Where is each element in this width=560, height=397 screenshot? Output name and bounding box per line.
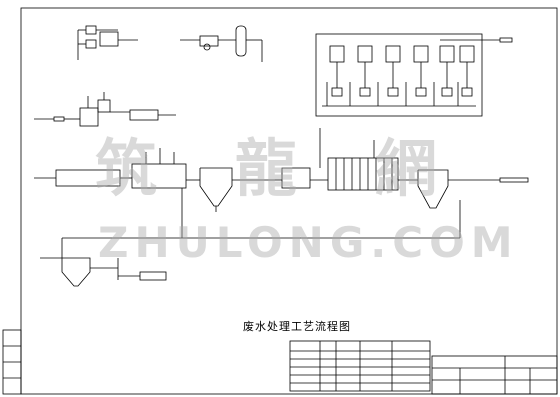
drawing-title: 废水处理工艺流程图: [243, 320, 351, 333]
main-process-line: [34, 128, 529, 258]
watermark-english: ZHULONG.COM: [98, 218, 519, 267]
filter-bank: [327, 157, 399, 191]
legend-table: [289, 340, 431, 392]
title-block: [431, 355, 558, 395]
sludge-treatment-unit: [40, 257, 167, 287]
drawing-border: [20, 7, 558, 395]
chemical-dosing-station: [315, 33, 513, 117]
pretreatment-unit: [34, 92, 176, 127]
watermark-chinese: 筑龍網: [95, 132, 516, 205]
dosing-unit-top-left: [77, 25, 138, 60]
air-compressor: [180, 25, 263, 62]
